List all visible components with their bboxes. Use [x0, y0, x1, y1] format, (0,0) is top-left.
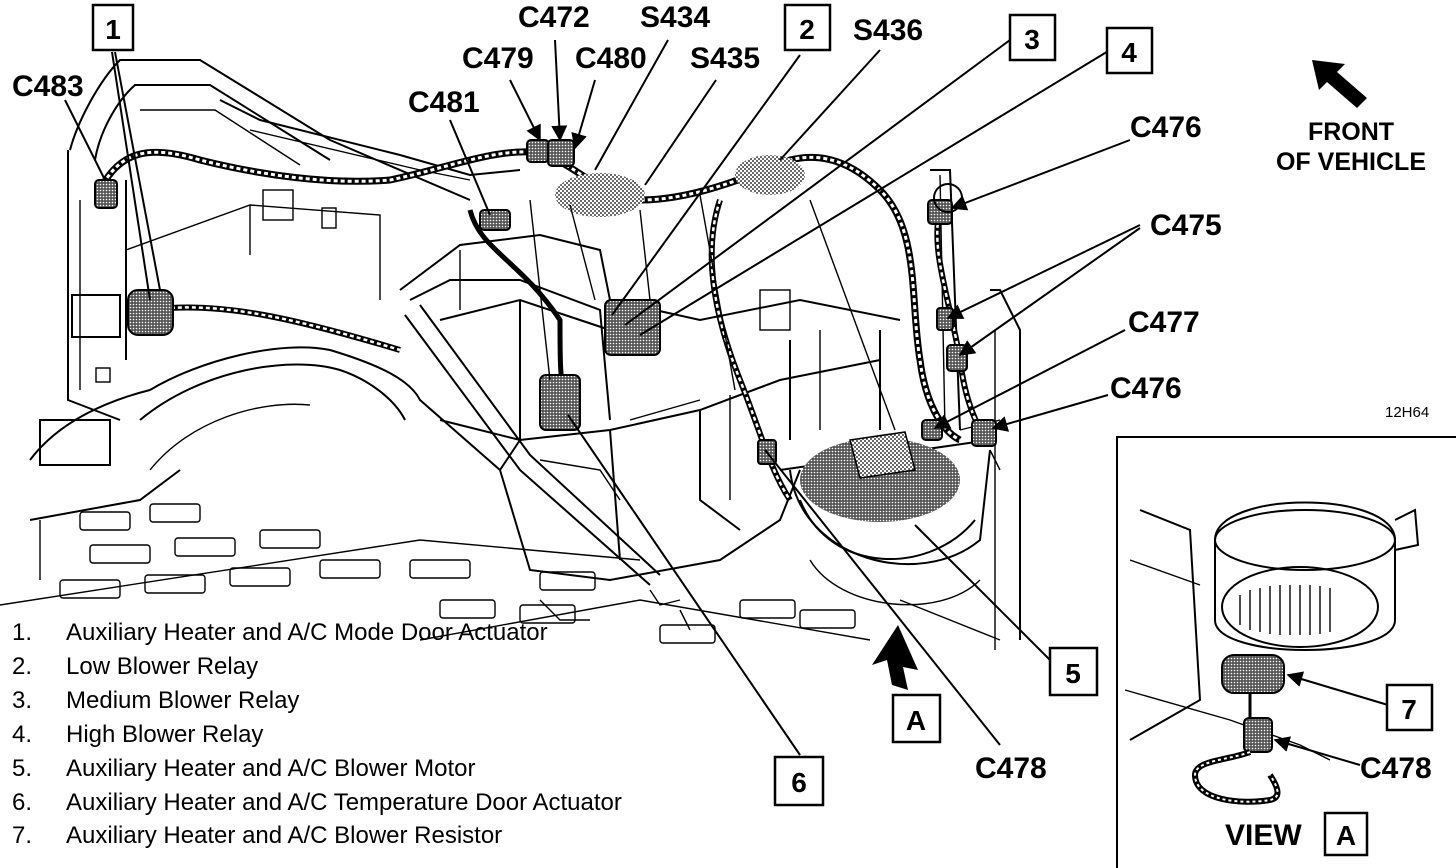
vehicle-body-drawing — [0, 59, 1021, 650]
relay-cluster-shape — [604, 299, 661, 356]
legend-item: 6. Auxiliary Heater and A/C Temperature … — [12, 789, 622, 816]
front-label-line1: FRONT — [1308, 118, 1394, 146]
label-c476-top: C476 — [1130, 111, 1202, 144]
splice-areas — [555, 155, 960, 522]
label-c483: C483 — [12, 70, 84, 103]
label-c479: C479 — [462, 42, 534, 75]
front-of-vehicle: FRONT OF VEHICLE — [1276, 60, 1426, 176]
legend-text: Auxiliary Heater and A/C Mode Door Actua… — [66, 619, 548, 646]
legend-item: 5. Auxiliary Heater and A/C Blower Motor — [12, 755, 476, 782]
callout-3: 3 — [1008, 13, 1057, 62]
legend-number: 6. — [12, 789, 32, 816]
c483-connector-shape — [94, 179, 118, 209]
callout-5: 5 — [1048, 646, 1099, 697]
c472-connector-shape — [547, 139, 575, 167]
view-a-inset: 7 C478 VIEW A — [1116, 436, 1456, 868]
legend-item: 4. High Blower Relay — [12, 721, 263, 748]
label-c480: C480 — [575, 42, 647, 75]
temperature-door-actuator-shape — [539, 374, 581, 431]
legend-number: 3. — [12, 687, 32, 714]
figure-id: 12H64 — [1385, 404, 1429, 421]
view-blower-resistor-shape — [1221, 654, 1285, 694]
front-arrow-icon — [1312, 60, 1367, 108]
view-letter: A — [1336, 820, 1356, 851]
legend-number: 4. — [12, 721, 32, 748]
c475-b-connector-shape — [946, 344, 968, 372]
view-a-arrow-icon — [872, 625, 918, 690]
c477-connector-shape — [921, 419, 943, 441]
legend-text: High Blower Relay — [66, 721, 263, 748]
view-c478-connector-shape — [1243, 717, 1273, 753]
c476-bottom-connector-shape — [971, 419, 997, 447]
callout-5-number: 5 — [1065, 658, 1081, 689]
legend-text: Medium Blower Relay — [66, 687, 299, 714]
legend-number: 5. — [12, 755, 32, 782]
label-c477: C477 — [1128, 306, 1200, 339]
c475-a-connector-shape — [936, 307, 954, 331]
legend-number: 2. — [12, 653, 32, 680]
callout-7-number: 7 — [1401, 694, 1417, 725]
leader-lines — [64, 39, 1141, 756]
callout-a: A — [891, 693, 942, 744]
callout-2: 2 — [783, 3, 832, 52]
label-c476-bottom: C476 — [1110, 372, 1182, 405]
label-c478-view: C478 — [1360, 752, 1432, 785]
legend-text: Low Blower Relay — [66, 653, 258, 680]
callout-6-number: 6 — [791, 767, 807, 798]
callout-6: 6 — [773, 755, 825, 807]
callout-1-number: 1 — [105, 14, 121, 45]
callout-4: 4 — [1105, 26, 1154, 75]
legend-item: 2. Low Blower Relay — [12, 653, 258, 680]
label-c472: C472 — [518, 1, 590, 34]
label-c481: C481 — [408, 86, 480, 119]
callout-3-number: 3 — [1024, 24, 1040, 55]
legend-number: 1. — [12, 619, 32, 646]
front-label-line2: OF VEHICLE — [1276, 148, 1426, 176]
mode-door-actuator-shape — [127, 289, 174, 336]
label-s436: S436 — [853, 14, 923, 47]
callout-2-number: 2 — [799, 14, 815, 45]
label-s435: S435 — [690, 42, 760, 75]
legend: 1. Auxiliary Heater and A/C Mode Door Ac… — [12, 619, 622, 849]
label-c475: C475 — [1150, 209, 1222, 242]
legend-number: 7. — [12, 822, 32, 849]
label-s434: S434 — [640, 1, 710, 34]
connector-labels: C483 C472 S434 C479 C480 S435 S436 C481 … — [12, 1, 1222, 785]
legend-item: 1. Auxiliary Heater and A/C Mode Door Ac… — [12, 619, 548, 646]
label-c478-main: C478 — [975, 752, 1047, 785]
c481-connector-shape — [479, 209, 511, 231]
legend-text: Auxiliary Heater and A/C Blower Resistor — [66, 822, 502, 849]
legend-item: 7. Auxiliary Heater and A/C Blower Resis… — [12, 822, 502, 849]
callout-4-number: 4 — [1121, 37, 1137, 68]
view-label: VIEW — [1225, 819, 1302, 852]
callout-a-letter: A — [906, 705, 926, 736]
legend-item: 3. Medium Blower Relay — [12, 687, 299, 714]
c479-connector-shape — [526, 139, 550, 163]
legend-text: Auxiliary Heater and A/C Blower Motor — [66, 755, 476, 782]
callout-1: 1 — [91, 3, 135, 52]
legend-text: Auxiliary Heater and A/C Temperature Doo… — [66, 789, 622, 816]
